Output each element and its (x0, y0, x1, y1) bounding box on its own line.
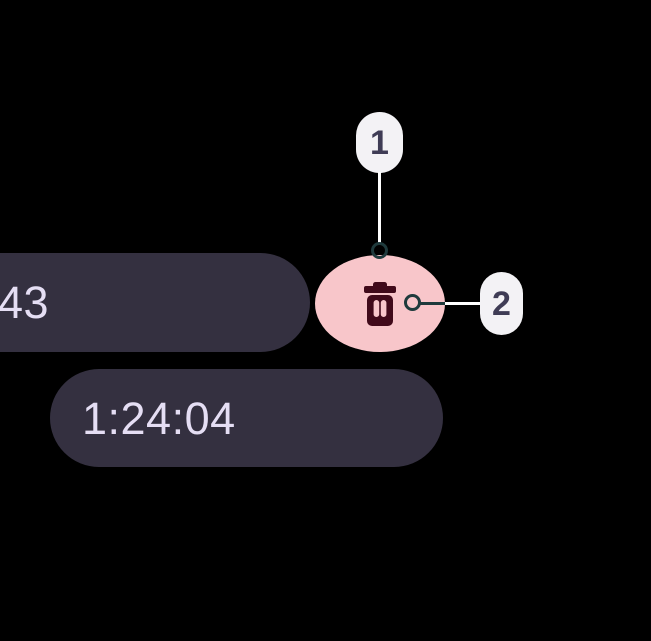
elapsed-time-chip: 1:24:04 (50, 369, 443, 467)
callout-2-badge: 2 (480, 272, 523, 335)
callout-1-label: 1 (370, 123, 389, 162)
trash-icon (364, 281, 396, 326)
callout-1-marker-circle (371, 242, 388, 259)
callout-1-badge: 1 (356, 112, 403, 173)
lap-time-text: 43 (0, 277, 50, 328)
elapsed-time-text: 1:24:04 (82, 392, 236, 444)
callout-2-line-dark-segment (420, 301, 445, 305)
callout-1-line (378, 172, 381, 243)
callout-2-label: 2 (492, 284, 511, 323)
callout-2-marker-circle (404, 294, 421, 311)
callout-2-line-light-segment (445, 301, 480, 305)
lap-time-chip: 43 (0, 253, 310, 352)
